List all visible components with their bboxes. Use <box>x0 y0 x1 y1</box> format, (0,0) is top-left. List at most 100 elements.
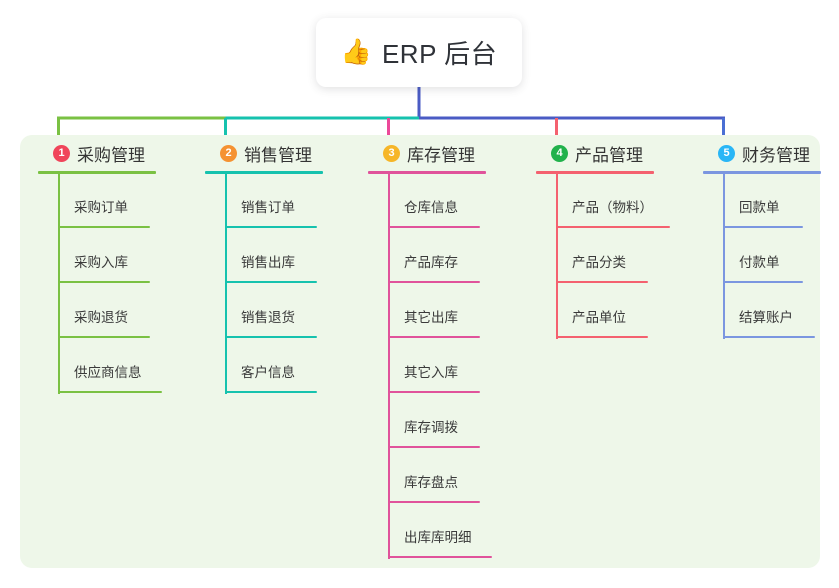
list-item[interactable]: 采购入库 <box>38 229 198 284</box>
column-title: 库存管理 <box>407 145 475 165</box>
column-header-rule <box>703 171 821 174</box>
column-item-list: 采购订单采购入库采购退货供应商信息 <box>38 174 198 394</box>
list-item[interactable]: 库存盘点 <box>368 449 538 504</box>
list-item-underline <box>723 226 803 228</box>
list-item[interactable]: 产品分类 <box>536 229 706 284</box>
list-item-label: 采购订单 <box>74 200 128 215</box>
column-header[interactable]: 3 库存管理 <box>368 135 538 174</box>
item-connector-stem <box>388 394 390 449</box>
list-item-underline <box>388 501 480 503</box>
column-header[interactable]: 5 财务管理 <box>703 135 839 174</box>
mindmap-column: 2 销售管理销售订单销售出库销售退货客户信息 <box>205 135 365 394</box>
mindmap-column: 3 库存管理仓库信息产品库存其它出库其它入库库存调拨库存盘点出库库明细 <box>368 135 538 559</box>
mindmap-canvas: 1 采购管理采购订单采购入库采购退货供应商信息 2 销售管理销售订单销售出库销售退货客… <box>20 135 821 568</box>
column-item-list: 仓库信息产品库存其它出库其它入库库存调拨库存盘点出库库明细 <box>368 174 538 559</box>
list-item[interactable]: 产品库存 <box>368 229 538 284</box>
item-connector-stem <box>388 174 390 229</box>
list-item-underline <box>388 226 480 228</box>
list-item[interactable]: 产品单位 <box>536 284 706 339</box>
list-item-label: 产品（物料） <box>572 200 653 215</box>
list-item-underline <box>556 226 670 228</box>
column-index-badge: 1 <box>53 144 70 162</box>
list-item-label: 销售退货 <box>241 310 295 325</box>
column-title: 财务管理 <box>742 145 810 165</box>
list-item-underline <box>58 336 150 338</box>
list-item[interactable]: 回款单 <box>703 174 839 229</box>
item-connector-stem <box>388 449 390 504</box>
list-item-underline <box>225 391 317 393</box>
item-connector-stem <box>58 229 60 284</box>
mindmap-column: 5 财务管理回款单付款单结算账户 <box>703 135 839 339</box>
list-item-label: 其它入库 <box>404 365 458 380</box>
list-item-label: 销售订单 <box>241 200 295 215</box>
list-item[interactable]: 付款单 <box>703 229 839 284</box>
item-connector-stem <box>556 284 558 339</box>
column-index-badge: 5 <box>718 144 735 162</box>
list-item-label: 采购入库 <box>74 255 128 270</box>
list-item-underline <box>556 336 648 338</box>
item-connector-stem <box>388 504 390 559</box>
list-item-underline <box>58 226 150 228</box>
column-title: 产品管理 <box>575 145 643 165</box>
list-item[interactable]: 结算账户 <box>703 284 839 339</box>
list-item-underline <box>388 281 480 283</box>
list-item[interactable]: 销售出库 <box>205 229 365 284</box>
list-item-underline <box>225 281 317 283</box>
column-header-rule <box>38 171 156 174</box>
column-title: 销售管理 <box>244 145 312 165</box>
list-item-underline <box>388 446 480 448</box>
list-item[interactable]: 采购退货 <box>38 284 198 339</box>
list-item-label: 出库库明细 <box>404 530 472 545</box>
column-header-rule <box>536 171 654 174</box>
item-connector-stem <box>388 229 390 284</box>
list-item[interactable]: 出库库明细 <box>368 504 538 559</box>
list-item[interactable]: 库存调拨 <box>368 394 538 449</box>
list-item-underline <box>388 336 480 338</box>
list-item[interactable]: 其它入库 <box>368 339 538 394</box>
list-item[interactable]: 采购订单 <box>38 174 198 229</box>
item-connector-stem <box>723 229 725 284</box>
list-item[interactable]: 销售退货 <box>205 284 365 339</box>
list-item-label: 产品单位 <box>572 310 626 325</box>
column-index-badge: 3 <box>383 144 400 162</box>
list-item[interactable]: 客户信息 <box>205 339 365 394</box>
list-item-label: 供应商信息 <box>74 365 142 380</box>
root-node-card[interactable]: 👍 ERP 后台 <box>316 18 522 87</box>
item-connector-stem <box>58 174 60 229</box>
column-header[interactable]: 1 采购管理 <box>38 135 198 174</box>
item-connector-stem <box>556 229 558 284</box>
item-connector-stem <box>225 339 227 394</box>
list-item-label: 其它出库 <box>404 310 458 325</box>
list-item-label: 付款单 <box>739 255 780 270</box>
column-header[interactable]: 2 销售管理 <box>205 135 365 174</box>
column-header-rule <box>368 171 486 174</box>
list-item-label: 库存盘点 <box>404 475 458 490</box>
item-connector-stem <box>723 174 725 229</box>
thumbs-up-icon: 👍 <box>340 38 372 66</box>
list-item-underline <box>58 281 150 283</box>
item-connector-stem <box>58 284 60 339</box>
list-item[interactable]: 供应商信息 <box>38 339 198 394</box>
list-item-underline <box>225 336 317 338</box>
item-connector-stem <box>225 229 227 284</box>
list-item-label: 回款单 <box>739 200 780 215</box>
list-item-underline <box>388 391 480 393</box>
column-item-list: 回款单付款单结算账户 <box>703 174 839 339</box>
item-connector-stem <box>388 339 390 394</box>
column-item-list: 产品（物料） 产品分类产品单位 <box>536 174 706 339</box>
column-index-badge: 2 <box>220 144 237 162</box>
list-item-underline <box>388 556 492 558</box>
item-connector-stem <box>225 174 227 229</box>
column-title: 采购管理 <box>77 145 145 165</box>
list-item-underline <box>723 281 803 283</box>
list-item[interactable]: 产品（物料） <box>536 174 706 229</box>
list-item-label: 结算账户 <box>739 310 793 325</box>
list-item[interactable]: 销售订单 <box>205 174 365 229</box>
list-item[interactable]: 仓库信息 <box>368 174 538 229</box>
list-item[interactable]: 其它出库 <box>368 284 538 339</box>
root-node-title: ERP 后台 <box>381 39 498 69</box>
list-item-label: 产品库存 <box>404 255 458 270</box>
list-item-underline <box>723 336 815 338</box>
